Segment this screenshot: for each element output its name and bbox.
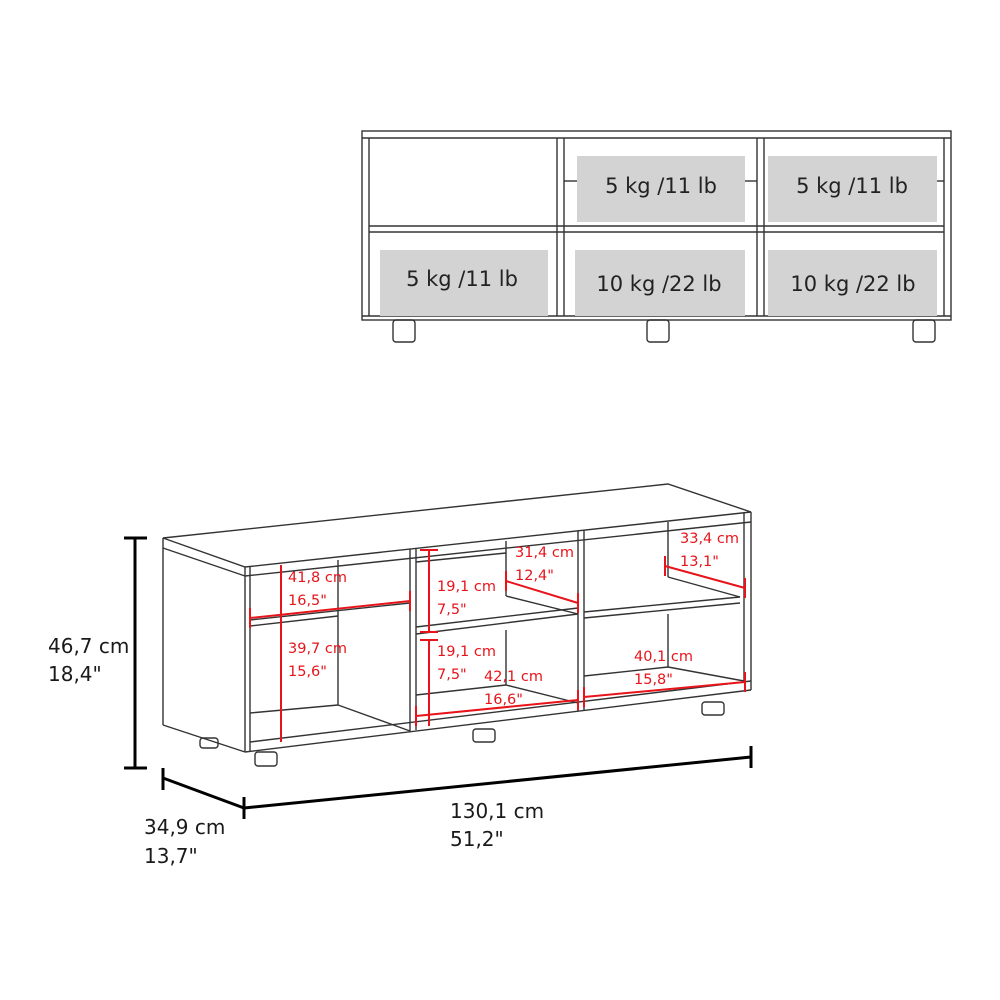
load-label: 5 kg /11 lb <box>406 267 518 291</box>
foot <box>912 319 936 343</box>
dim-label: 39,7 cm <box>288 641 347 657</box>
foot <box>392 319 416 343</box>
dim-label: 16,6" <box>484 692 523 708</box>
dim-label: 16,5" <box>288 593 327 609</box>
dim-label: 13,1" <box>680 554 719 570</box>
dim-label: 40,1 cm <box>634 649 693 665</box>
dim-label: 7,5" <box>437 602 467 618</box>
load-label: 5 kg /11 lb <box>605 174 717 198</box>
load-label: 10 kg /22 lb <box>596 272 721 296</box>
dim-label: 19,1 cm <box>437 579 496 595</box>
dim-label: 12,4" <box>515 568 554 584</box>
foot <box>254 751 278 767</box>
foot <box>701 701 725 716</box>
height-in: 18,4" <box>48 662 102 686</box>
foot <box>646 319 670 343</box>
height-cm: 46,7 cm <box>48 634 129 658</box>
dim-label: 7,5" <box>437 667 467 683</box>
inner-dimension-lines <box>249 549 746 742</box>
load-label: 5 kg /11 lb <box>796 174 908 198</box>
load-labels: 5 kg /11 lb 5 kg /11 lb 5 kg /11 lb 10 k… <box>380 156 937 316</box>
dim-label: 15,8" <box>634 672 673 688</box>
dim-label: 15,6" <box>288 664 327 680</box>
width-cm: 130,1 cm <box>450 799 544 823</box>
inner-dimension-labels: 41,8 cm 16,5" 39,7 cm 15,6" 19,1 cm 7,5"… <box>288 531 739 708</box>
dim-label: 31,4 cm <box>515 545 574 561</box>
load-label: 10 kg /22 lb <box>790 272 915 296</box>
dim-label: 33,4 cm <box>680 531 739 547</box>
dim-label: 41,8 cm <box>288 570 347 586</box>
outer-dimension-lines <box>124 536 753 819</box>
foot <box>472 728 496 743</box>
dim-label: 42,1 cm <box>484 669 543 685</box>
dim-label: 19,1 cm <box>437 644 496 660</box>
depth-in: 13,7" <box>144 844 198 868</box>
perspective-cabinet <box>162 483 752 767</box>
depth-cm: 34,9 cm <box>144 815 225 839</box>
width-in: 51,2" <box>450 827 504 851</box>
